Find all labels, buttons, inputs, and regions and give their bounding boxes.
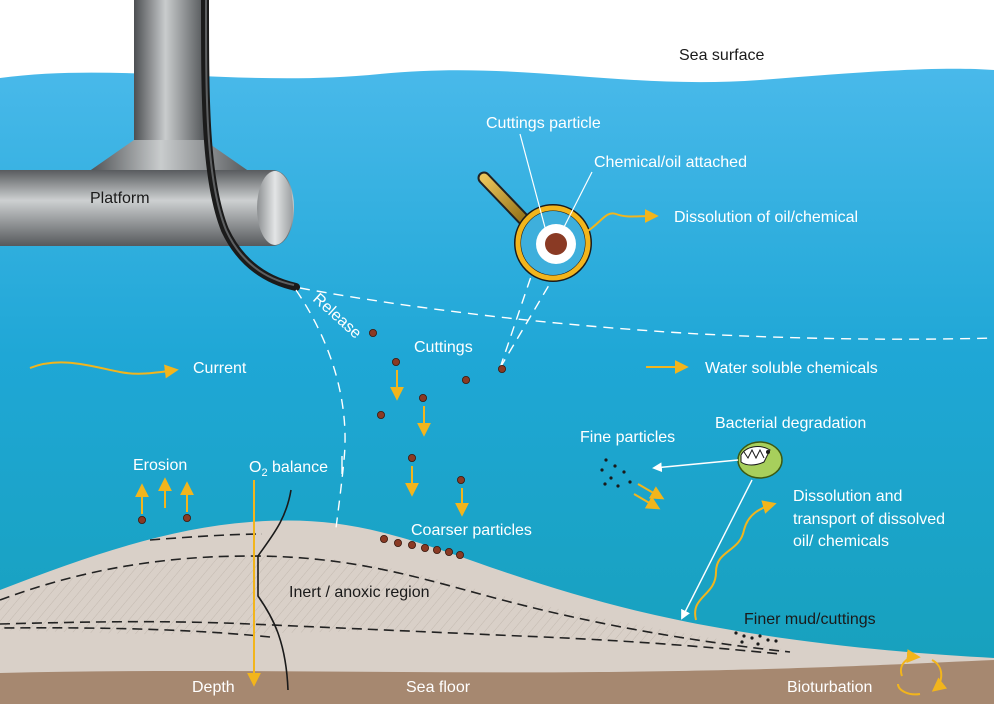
bacteria-to-fine-arrow xyxy=(652,459,739,473)
dissolution-transport-label-3: oil/ chemicals xyxy=(793,533,889,550)
dissolution-transport-label-1: Dissolution and xyxy=(793,488,902,505)
dissolution-transport-arrow xyxy=(694,500,777,621)
o2-balance-label: O2 balance xyxy=(249,459,328,479)
cuttings-label: Cuttings xyxy=(414,339,473,356)
platform-label: Platform xyxy=(90,190,150,207)
platform-pontoon xyxy=(0,170,294,246)
cuttings-particle-label: Cuttings particle xyxy=(486,115,601,132)
fine-particle-arrows xyxy=(633,483,665,510)
magnifier-callouts xyxy=(519,133,593,236)
o2-prefix: O xyxy=(249,459,261,476)
current-arrow xyxy=(29,361,179,379)
dissolution-transport-label-2: transport of dissolved xyxy=(793,511,945,528)
cuttings-particles xyxy=(368,328,506,484)
inert-region-label: Inert / anoxic region xyxy=(289,584,430,601)
fine-particles-dots xyxy=(600,458,632,488)
dissolution-oil-label: Dissolution of oil/chemical xyxy=(674,209,858,226)
coarser-particles xyxy=(379,535,464,560)
sediment-hatch-band xyxy=(0,555,790,650)
o2-balance-curve xyxy=(257,489,292,691)
cycle-arrows-icon xyxy=(897,649,948,696)
fine-particles-label: Fine particles xyxy=(580,429,675,446)
bacterial-degradation-label: Bacterial degradation xyxy=(715,415,866,432)
bioturbation-label: Bioturbation xyxy=(787,679,872,696)
dissolution-oil-arrow xyxy=(585,209,659,233)
chemical-attached-label: Chemical/oil attached xyxy=(594,154,747,171)
water-soluble-label: Water soluble chemicals xyxy=(705,360,878,377)
platform-column xyxy=(134,0,204,150)
bacteria-to-mud-arrow xyxy=(681,479,753,620)
sea-floor-band xyxy=(0,660,994,704)
coarser-particles-label: Coarser particles xyxy=(411,522,532,539)
platform-pontoon-cap xyxy=(257,171,293,245)
depth-label: Depth xyxy=(192,679,235,696)
finer-mud-dots xyxy=(734,631,778,646)
settling-arrows xyxy=(390,370,469,517)
erosion-arrows xyxy=(135,477,194,525)
finer-mud-label: Finer mud/cuttings xyxy=(744,611,876,628)
bacteria-icon xyxy=(737,441,783,479)
magnifier-icon xyxy=(477,171,592,282)
current-label: Current xyxy=(193,360,247,377)
o2-subscript: 2 xyxy=(261,467,267,479)
o2-suffix: balance xyxy=(268,459,329,476)
sea-floor-label: Sea floor xyxy=(406,679,471,696)
sea-surface-label: Sea surface xyxy=(679,47,764,64)
erosion-label: Erosion xyxy=(133,457,187,474)
